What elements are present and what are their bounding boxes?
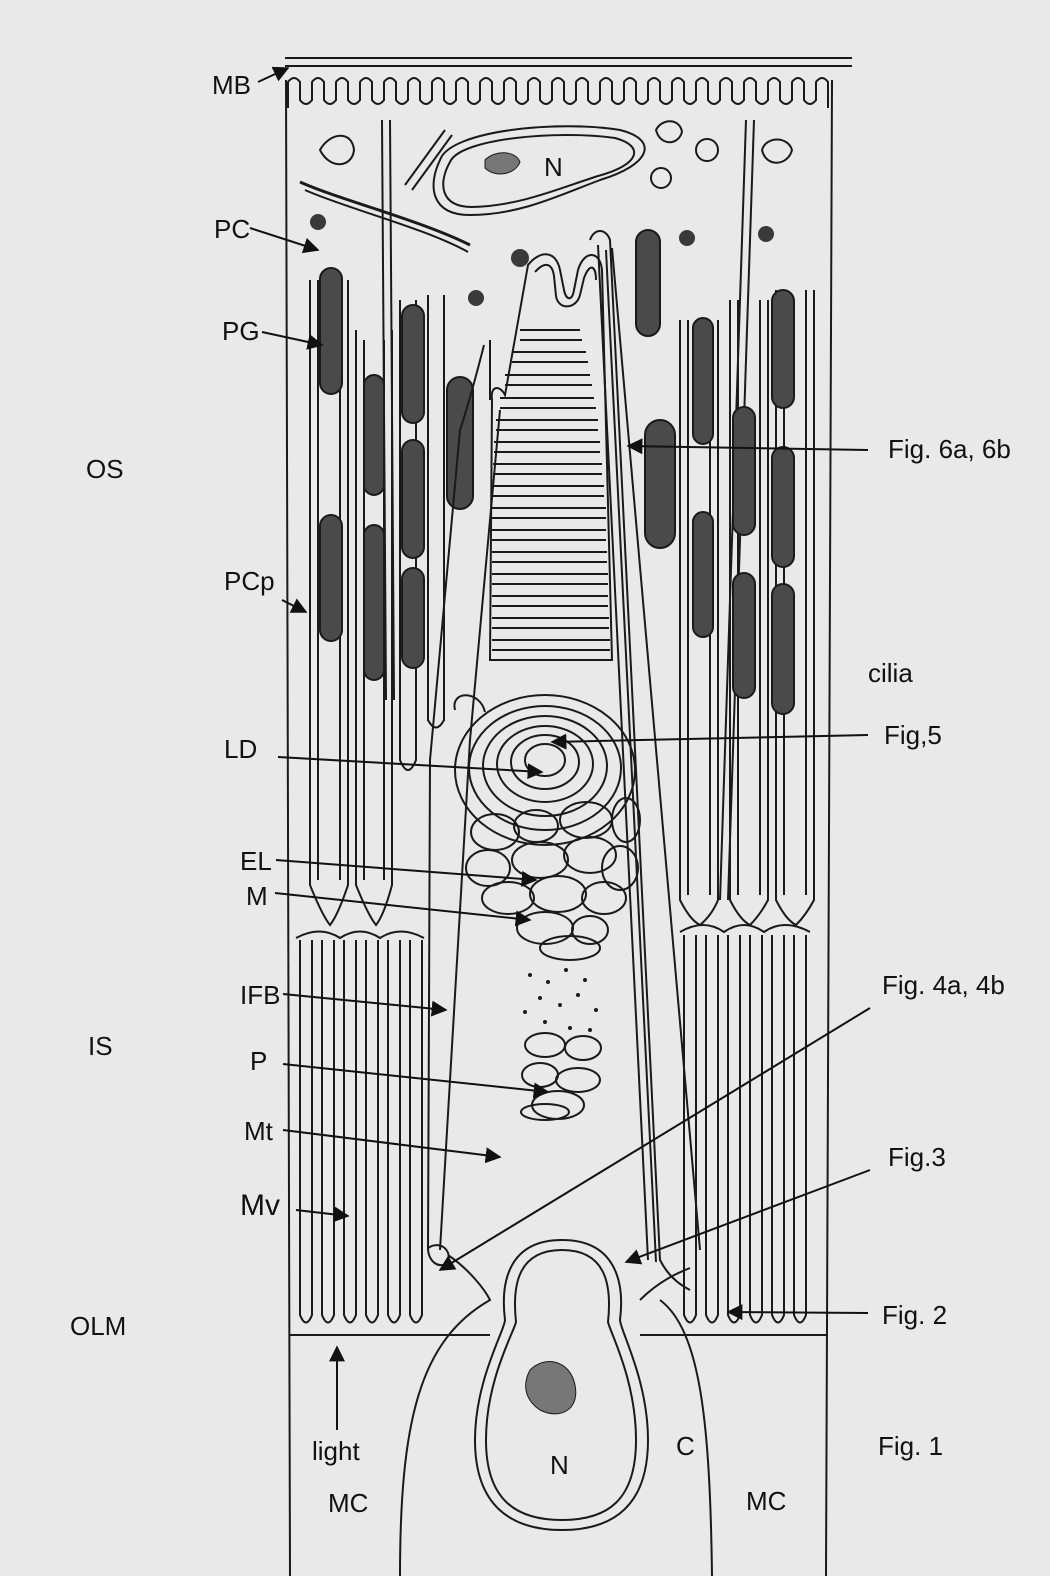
label-region-is: IS xyxy=(88,1031,113,1061)
arrow-mt xyxy=(283,1130,500,1157)
label-mt: Mt xyxy=(244,1116,274,1146)
label-pc: PC xyxy=(214,214,250,244)
label-fig2: Fig. 2 xyxy=(882,1300,947,1330)
label-mc-right: MC xyxy=(746,1486,786,1516)
label-region-olm: OLM xyxy=(70,1311,126,1341)
label-region-os: OS xyxy=(86,454,124,484)
rhabdomere xyxy=(490,254,612,660)
label-pcp: PCp xyxy=(224,566,275,596)
label-fig3: Fig.3 xyxy=(888,1142,946,1172)
label-nucleus-top: N xyxy=(544,152,563,182)
cell-outline xyxy=(285,58,852,1576)
lamellar-body xyxy=(454,695,635,845)
dark-granules xyxy=(310,214,774,306)
label-fig1: Fig. 1 xyxy=(878,1431,943,1461)
label-nucleus-bottom: N xyxy=(550,1450,569,1480)
label-ld: LD xyxy=(224,734,257,764)
basal-nucleus xyxy=(475,1240,648,1530)
arrow-pg xyxy=(262,332,322,345)
label-c: C xyxy=(676,1431,695,1461)
rhabdomere-lamellae xyxy=(492,330,610,650)
arrow-mb xyxy=(258,68,288,82)
label-cilia: cilia xyxy=(868,658,913,688)
label-pg: PG xyxy=(222,316,260,346)
vesicle-cluster xyxy=(521,1033,601,1120)
inner-segment-microvilli-left xyxy=(296,932,424,1323)
arrow-pcp xyxy=(282,600,306,612)
label-el: EL xyxy=(240,846,272,876)
label-mc-left: MC xyxy=(328,1488,368,1518)
label-mv: Mv xyxy=(240,1189,280,1222)
label-p: P xyxy=(250,1046,267,1076)
label-mb: MB xyxy=(212,70,251,100)
apical-organelles xyxy=(300,121,792,252)
arrow-fig2 xyxy=(728,1312,868,1313)
label-m: M xyxy=(246,881,268,911)
apical-nucleus xyxy=(434,126,645,215)
label-fig6: Fig. 6a, 6b xyxy=(888,434,1011,464)
arrow-fig3 xyxy=(626,1170,870,1262)
mitochondria-cluster xyxy=(466,798,640,960)
granular-particles xyxy=(523,968,598,1032)
label-light: light xyxy=(312,1436,360,1466)
arrow-el xyxy=(276,860,536,880)
label-fig5: Fig,5 xyxy=(884,720,942,750)
microvillous-border xyxy=(288,78,828,108)
arrow-pc xyxy=(250,228,318,250)
label-fig4: Fig. 4a, 4b xyxy=(882,970,1005,1000)
label-ifb: IFB xyxy=(240,980,280,1010)
inner-segment-microvilli-right xyxy=(680,925,810,1323)
arrow-m xyxy=(275,893,530,920)
